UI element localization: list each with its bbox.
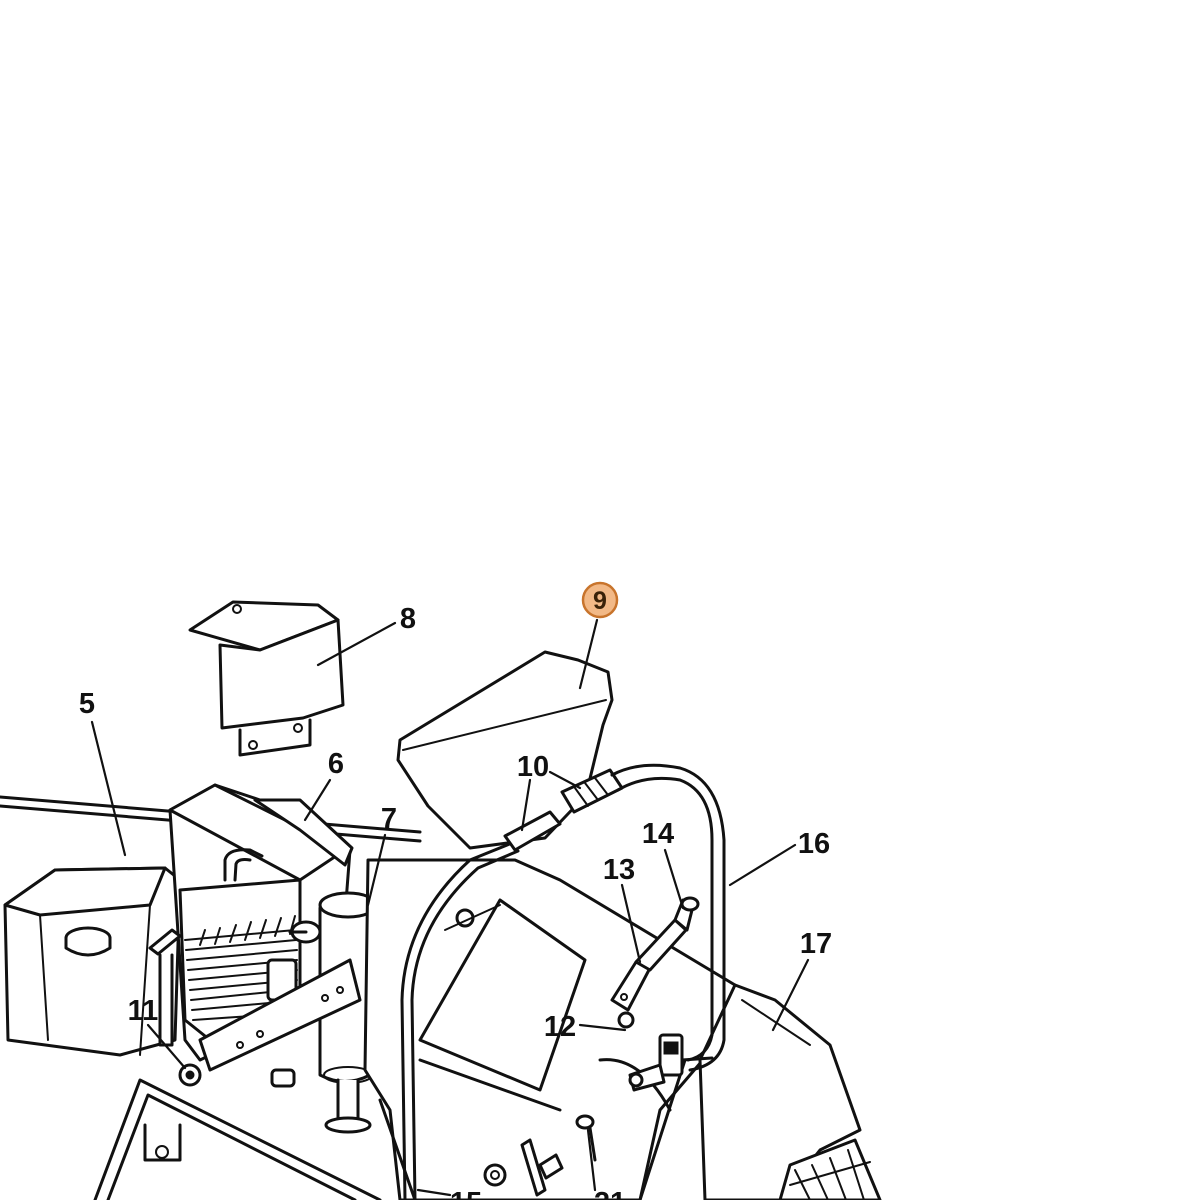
callout-5[interactable]: 5 (79, 688, 95, 720)
leader-17 (771, 958, 810, 1032)
leader-6 (303, 778, 332, 822)
leader-10b (548, 770, 582, 790)
callout-10[interactable]: 10 (517, 751, 549, 783)
engine-plate (198, 958, 362, 1072)
leader-10a (520, 778, 532, 832)
leader-11 (146, 1023, 187, 1070)
callout-8[interactable]: 8 (400, 603, 416, 635)
seat-shroud (396, 650, 614, 850)
leader-7 (366, 833, 387, 907)
front-frame (93, 1078, 382, 1200)
callout-17[interactable]: 17 (800, 928, 832, 960)
rear-tire (778, 1138, 882, 1200)
leader-16 (728, 843, 797, 887)
callout-labels: 5 6 7 8 10 11 12 13 14 16 17 15 21 (79, 603, 832, 1200)
leader-15 (416, 1188, 452, 1197)
leader-14 (663, 848, 685, 910)
chassis (363, 858, 737, 1200)
callout-13[interactable]: 13 (603, 854, 635, 886)
callout-9-highlight[interactable] (581, 581, 619, 619)
leader-lines (90, 618, 810, 1197)
leader-13 (620, 883, 642, 964)
control-rod (400, 768, 624, 1200)
switch-assembly (617, 1011, 714, 1092)
callout-7[interactable]: 7 (381, 803, 397, 835)
leader-8 (316, 621, 397, 667)
callout-15[interactable]: 15 (450, 1187, 482, 1200)
callout-21[interactable]: 21 (594, 1187, 626, 1200)
leader-9 (578, 618, 599, 690)
callout-14[interactable]: 14 (642, 818, 674, 850)
leader-12 (578, 1023, 627, 1032)
leader-21 (586, 1128, 597, 1192)
leader-5 (90, 720, 127, 857)
small-parts (148, 928, 597, 1197)
callout-12[interactable]: 12 (544, 1011, 576, 1043)
callout-11[interactable]: 11 (128, 995, 159, 1027)
tube-handle (610, 763, 726, 1072)
heat-shield (188, 600, 345, 757)
highlight-badge[interactable]: 9 (581, 581, 619, 619)
callout-16[interactable]: 16 (798, 828, 830, 860)
fuel-tank (3, 866, 182, 1057)
callout-9[interactable]: 9 (593, 587, 607, 615)
callout-6[interactable]: 6 (328, 748, 344, 780)
